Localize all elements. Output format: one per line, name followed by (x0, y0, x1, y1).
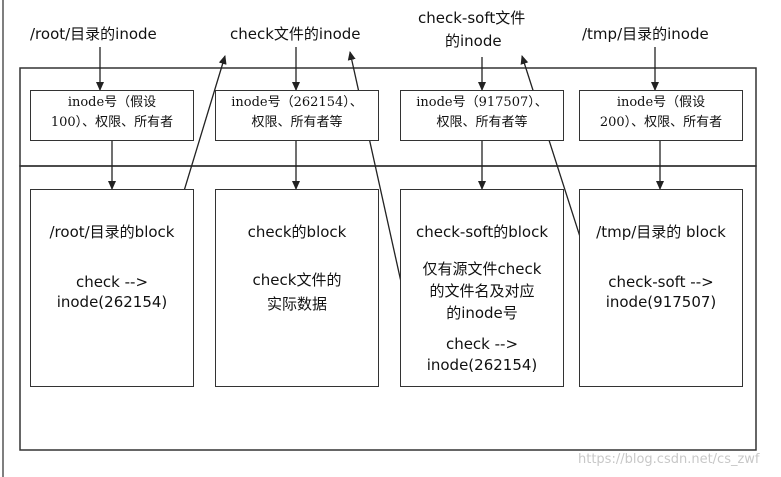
inode-box-check-line2: 权限、所有者等 (251, 115, 343, 130)
block-root-line1: check --> (75, 273, 149, 291)
block-box-soft: check-soft的block 仅有源文件check 的文件名及对应 的ino… (400, 189, 564, 387)
block-soft-line2: 的文件名及对应 (429, 282, 535, 300)
block-soft-line5: inode(262154) (426, 356, 538, 374)
block-box-check: check的block check文件的 实际数据 (215, 189, 379, 387)
inode-box-soft-line1: inode号（917507）、 (416, 95, 548, 110)
block-soft-line1: 仅有源文件check (422, 260, 542, 278)
block-soft-title: check-soft的block (415, 223, 549, 241)
soft-inode-label-line2: 的inode (445, 32, 502, 50)
block-root-line2: inode(262154) (56, 293, 168, 311)
block-tmp-line2: inode(917507) (605, 293, 717, 311)
watermark: https://blog.csdn.net/cs_zwf (578, 452, 760, 467)
check-inode-label: check文件的inode (230, 25, 361, 43)
inode-box-soft-line2: 权限、所有者等 (436, 115, 528, 130)
inode-box-tmp-line2: 200）、权限、所有者 (599, 115, 723, 130)
inode-box-tmp: inode号（假设 200）、权限、所有者 (579, 90, 743, 141)
block-tmp-title: /tmp/目录的 block (596, 223, 726, 241)
root-inode-label: /root/目录的inode (30, 25, 157, 43)
block-box-root: /root/目录的block check --> inode(262154) (30, 189, 194, 387)
block-check-line2: 实际数据 (266, 295, 327, 313)
inode-box-root-line2: 100）、权限、所有者 (50, 115, 174, 130)
inode-box-tmp-line1: inode号（假设 (616, 95, 706, 110)
inode-box-root: inode号（假设 100）、权限、所有者 (30, 90, 194, 141)
tmp-inode-label: /tmp/目录的inode (582, 25, 709, 43)
block-root-title: /root/目录的block (49, 223, 175, 241)
block-soft-line3: 的inode号 (446, 304, 518, 322)
inode-box-soft: inode号（917507）、 权限、所有者等 (400, 90, 564, 141)
soft-inode-label-line1: check-soft文件 (418, 9, 526, 27)
block-check-title: check的block (247, 223, 347, 241)
block-soft-line4: check --> (445, 335, 519, 353)
inode-box-root-line1: inode号（假设 (67, 95, 157, 110)
block-tmp-line1: check-soft --> (608, 273, 714, 291)
inode-box-check: inode号（262154）、 权限、所有者等 (215, 90, 379, 141)
block-check-line1: check文件的 (252, 271, 342, 289)
inode-box-check-line1: inode号（262154）、 (231, 95, 363, 110)
block-area (19, 165, 757, 451)
block-box-tmp: /tmp/目录的 block check-soft --> inode(9175… (579, 189, 743, 387)
